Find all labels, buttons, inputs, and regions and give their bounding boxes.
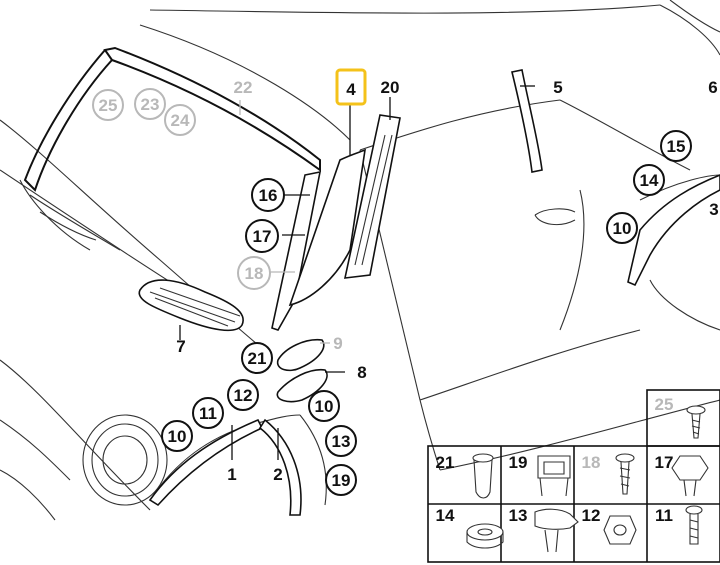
windscreen-seal-part [103, 46, 321, 172]
callout-label: 10 [613, 219, 632, 238]
clip-icon [534, 508, 579, 553]
callout-label: 25 [99, 96, 118, 115]
callout-19[interactable]: 19 [325, 464, 357, 496]
callout-24-grey[interactable]: 24 [164, 104, 196, 136]
callout-4[interactable]: 4 [346, 80, 356, 99]
side-repeater-part [276, 338, 325, 372]
grid-label-18: 18 [582, 453, 601, 472]
screw-icon [685, 505, 703, 545]
callout-label: 10 [315, 397, 334, 416]
clip-icon [537, 455, 571, 497]
callout-label: 15 [667, 137, 686, 156]
callout-label: 12 [234, 386, 253, 405]
callout-label: 11 [199, 404, 217, 423]
callout-2[interactable]: 2 [273, 465, 282, 484]
grid-label-13: 13 [509, 506, 528, 525]
callout-label: 16 [259, 186, 278, 205]
callout-label: 21 [248, 349, 267, 368]
callout-8[interactable]: 8 [357, 363, 366, 382]
grid-label-12: 12 [582, 506, 601, 525]
callout-6[interactable]: 6 [708, 78, 717, 97]
callout-7[interactable]: 7 [176, 337, 185, 356]
side-grille-part [138, 279, 244, 332]
callout-22[interactable]: 22 [234, 78, 253, 97]
callout-16[interactable]: 16 [251, 178, 285, 212]
callout-23-grey[interactable]: 23 [134, 88, 166, 120]
callout-label: 14 [640, 171, 659, 190]
grid-label-14: 14 [436, 506, 455, 525]
screw-icon [615, 453, 635, 495]
leader-lines [179, 85, 535, 460]
callout-label: 23 [141, 95, 160, 114]
rivet-icon [472, 453, 494, 499]
callout-10-front[interactable]: 10 [161, 420, 193, 452]
callout-13[interactable]: 13 [325, 425, 357, 457]
a-pillar-cover-part [288, 148, 366, 307]
callout-11[interactable]: 11 [192, 397, 224, 429]
callout-15[interactable]: 15 [660, 130, 692, 162]
grommet-icon [466, 523, 504, 549]
callout-1[interactable]: 1 [227, 465, 236, 484]
callout-17[interactable]: 17 [245, 219, 279, 253]
screw-icon [686, 405, 706, 439]
selected-part-highlight [335, 68, 367, 106]
a-pillar-frame-part [343, 114, 401, 279]
callout-18[interactable]: 18 [237, 256, 271, 290]
callout-label: 18 [245, 264, 264, 283]
grid-label-19: 19 [509, 453, 528, 472]
callout-label: 24 [171, 111, 190, 130]
callout-12[interactable]: 12 [227, 379, 259, 411]
callout-25-grey[interactable]: 25 [92, 89, 124, 121]
grid-label-21: 21 [436, 453, 455, 472]
callout-21[interactable]: 21 [241, 342, 273, 374]
callout-label: 19 [332, 471, 351, 490]
callout-label: 17 [253, 227, 272, 246]
callout-14[interactable]: 14 [633, 164, 665, 196]
callout-20[interactable]: 20 [381, 78, 400, 97]
callout-10-arch[interactable]: 10 [308, 390, 340, 422]
callout-label: 10 [168, 427, 187, 446]
callout-3[interactable]: 3 [709, 200, 718, 219]
grid-label-11: 11 [655, 506, 673, 525]
window-strip-part [511, 69, 543, 173]
small-parts-grid [427, 389, 720, 563]
side-repeater-lower-part [276, 368, 328, 403]
callout-5[interactable]: 5 [553, 78, 562, 97]
callout-9[interactable]: 9 [333, 334, 342, 353]
grid-label-25: 25 [655, 395, 674, 414]
a-pillar-trim-part [271, 170, 322, 331]
front-arch-trim-2-part [258, 418, 302, 516]
car-outline-icon [0, 0, 720, 521]
callout-label: 13 [332, 432, 351, 451]
nut-icon [671, 455, 709, 497]
grid-label-17: 17 [655, 453, 674, 472]
callout-10-rear[interactable]: 10 [606, 212, 638, 244]
windscreen-seal-side-part [23, 49, 113, 192]
nut-icon [603, 515, 637, 545]
